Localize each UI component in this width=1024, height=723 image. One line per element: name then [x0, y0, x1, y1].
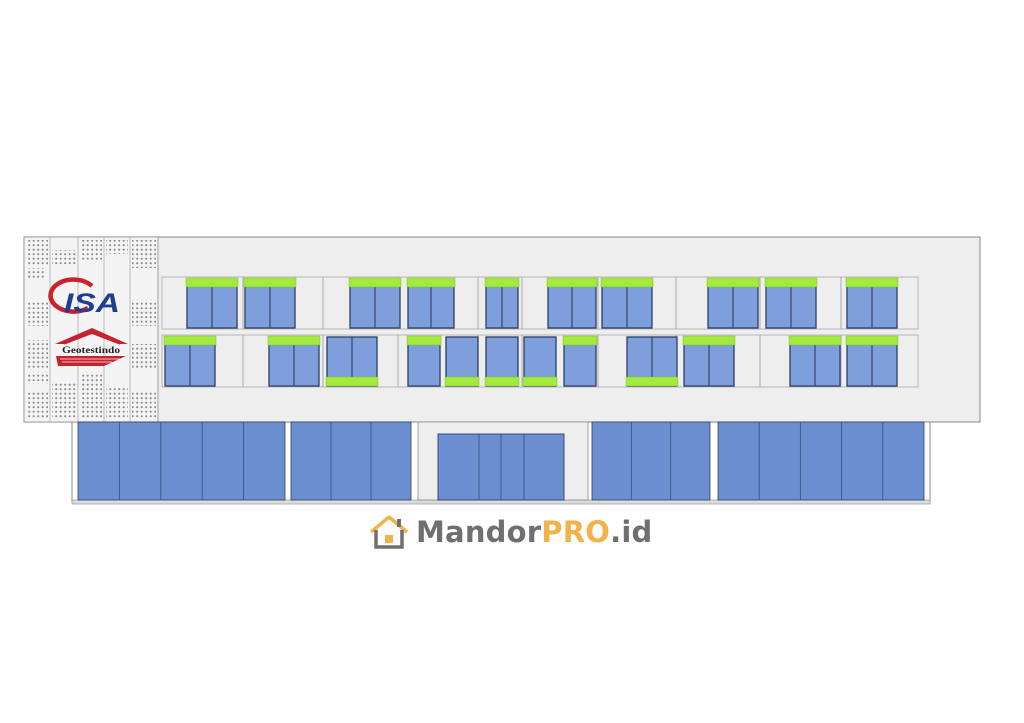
green-accent-panel: [600, 277, 654, 288]
watermark-text-domain: .id: [610, 515, 653, 549]
window: [522, 336, 558, 387]
window: [406, 277, 456, 329]
window: [325, 336, 379, 387]
green-accent-panel: [406, 277, 456, 288]
window: [163, 335, 217, 387]
green-accent-panel: [325, 376, 379, 387]
window: [600, 277, 654, 329]
upper-floor-windows: [185, 277, 899, 329]
green-accent-panel: [546, 277, 598, 288]
green-accent-panel: [522, 376, 558, 387]
green-accent-panel: [163, 335, 217, 346]
window: [764, 277, 818, 329]
window: [682, 335, 736, 387]
isa-logo: ISA: [48, 277, 120, 318]
green-accent-panel: [243, 277, 297, 288]
watermark-text-pro: PRO: [541, 515, 611, 549]
window: [845, 335, 899, 387]
window: [484, 277, 520, 329]
window: [845, 277, 899, 329]
green-accent-panel: [625, 376, 679, 387]
window: [444, 336, 480, 387]
upper-wall: [23, 236, 981, 423]
window: [625, 336, 679, 387]
window: [706, 277, 760, 329]
ground-floor-shopfront: [71, 421, 931, 505]
green-accent-panel: [348, 277, 402, 288]
green-accent-panel: [484, 277, 520, 288]
green-accent-panel: [267, 335, 321, 346]
green-accent-panel: [764, 277, 818, 288]
svg-text:Geotestindo: Geotestindo: [62, 345, 121, 355]
green-accent-panel: [484, 376, 520, 387]
window: [484, 336, 520, 387]
green-accent-panel: [706, 277, 760, 288]
green-accent-panel: [444, 376, 480, 387]
green-accent-panel: [788, 335, 842, 346]
perforated-cladding-panel: [23, 236, 159, 423]
watermark-text-mandor: Mandor: [416, 515, 542, 549]
house-icon: [369, 515, 409, 549]
window: [546, 277, 598, 329]
green-accent-panel: [682, 335, 736, 346]
window-bay: [840, 276, 919, 330]
window: [243, 277, 297, 329]
shopfront-glazing: [290, 421, 412, 501]
shopfront-glazing: [717, 421, 925, 501]
window: [348, 277, 402, 329]
green-accent-panel: [845, 277, 899, 288]
green-accent-panel: [562, 335, 598, 346]
window: [562, 335, 598, 387]
window-bay: [840, 334, 919, 388]
window: [185, 277, 239, 329]
geotestindo-logo: Geotestindo: [55, 328, 128, 366]
lower-floor-windows: [163, 335, 899, 387]
green-accent-panel: [845, 335, 899, 346]
shopfront-glazing: [77, 421, 286, 501]
green-accent-panel: [185, 277, 239, 288]
shopfront-glazing: [591, 421, 711, 501]
svg-text:ISA: ISA: [64, 288, 120, 318]
window: [788, 335, 842, 387]
window: [406, 335, 442, 387]
green-accent-panel: [406, 335, 442, 346]
window: [267, 335, 321, 387]
